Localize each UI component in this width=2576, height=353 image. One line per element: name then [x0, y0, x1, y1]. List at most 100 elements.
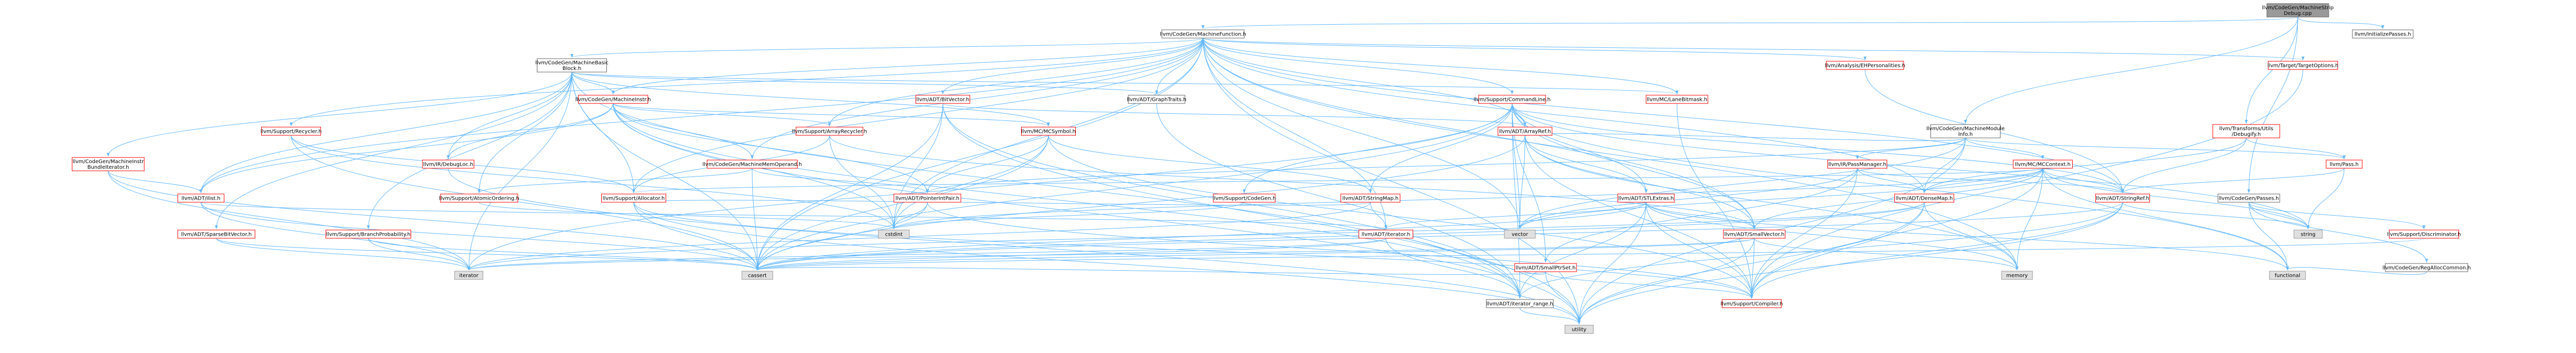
node-stlextras[interactable]: llvm/ADT/STLExtras.h — [1617, 193, 1675, 203]
node-functional[interactable]: functional — [2269, 271, 2306, 280]
node-mccontext[interactable]: llvm/MC/MCContext.h — [2013, 160, 2073, 169]
node-bitvector[interactable]: llvm/ADT/BitVector.h — [916, 95, 970, 104]
node-box-cstdint — [878, 230, 910, 239]
node-smallptrset[interactable]: llvm/ADT/SmallPtrSet.h — [1514, 263, 1577, 272]
node-box-machineinstr — [578, 95, 648, 104]
node-machinefunction[interactable]: llvm/CodeGen/MachineFunction.h — [1160, 29, 1246, 39]
node-passmanager[interactable]: llvm/IR/PassManager.h — [1827, 160, 1887, 169]
node-box-pointerintpair — [893, 193, 961, 203]
node-label-allocator-0: llvm/Support/Allocator.h — [603, 196, 665, 202]
node-pointerintpair[interactable]: llvm/ADT/PointerIntPair.h — [893, 193, 961, 203]
edge-root-to-machinemoduleinfo — [1964, 16, 2298, 124]
edge-pointerintpair-to-cassert — [756, 202, 928, 271]
edge-mbb-to-atomicordering — [478, 72, 572, 193]
node-vector[interactable]: vector — [1504, 230, 1536, 239]
node-iteratorh[interactable]: llvm/ADT/iterator.h — [1359, 230, 1413, 239]
edge-densemap-to-memory — [1924, 202, 2019, 271]
edge-mbb-to-ilist — [199, 72, 572, 193]
node-box-mbb — [537, 58, 607, 73]
node-box-graphtraits — [1128, 95, 1185, 104]
edge-commandline-to-iterator — [467, 103, 1513, 271]
node-cassert[interactable]: cassert — [741, 271, 773, 280]
node-allocator[interactable]: llvm/Support/Allocator.h — [601, 193, 666, 203]
node-ilist[interactable]: llvm/ADT/ilist.h — [177, 193, 225, 203]
node-box-vector — [1504, 230, 1536, 239]
node-atomicordering[interactable]: llvm/Support/AtomicOrdering.h — [439, 193, 519, 203]
edge-smallptrset-to-utility — [1545, 271, 1581, 325]
node-box-cassert — [741, 271, 773, 280]
edge-stringref-to-iteratorrange — [1518, 202, 2123, 299]
node-label-pass-0: llvm/Pass.h — [2330, 162, 2359, 168]
node-targetoptions[interactable]: llvm/Target/TargetOptions.h — [2267, 61, 2338, 70]
node-sparsebitvector[interactable]: llvm/ADT/SparseBitVector.h — [177, 230, 256, 239]
edge-arrayref-to-memory — [1524, 135, 2019, 271]
node-box-memoperand — [707, 160, 798, 169]
edge-bundleiterator-to-iterator — [108, 170, 470, 271]
edge-bundleiterator-to-cassert — [108, 170, 759, 271]
edge-atomicordering-to-cstdint — [479, 202, 895, 230]
node-label-iterator-0: iterator — [459, 273, 479, 279]
node-smallvector[interactable]: llvm/ADT/SmallVector.h — [1723, 230, 1786, 239]
node-graphtraits[interactable]: llvm/ADT/GraphTraits.h — [1127, 95, 1187, 104]
node-discriminator[interactable]: llvm/Support/Discriminator.h — [2387, 230, 2461, 239]
node-branchprob[interactable]: llvm/Support/BranchProbability.h — [326, 230, 411, 239]
node-codegen[interactable]: llvm/Support/CodeGen.h — [1213, 193, 1276, 203]
edge-stlextras-to-utility — [1578, 202, 1647, 325]
node-stringref[interactable]: llvm/ADT/StringRef.h — [2095, 193, 2150, 203]
edge-machinefunction-to-iteratorh — [1202, 38, 1387, 230]
edge-stringref-to-compiler — [1750, 202, 2123, 299]
edge-root-to-initpasses — [2297, 16, 2384, 29]
edge-stringmap-to-allocator — [632, 199, 1371, 206]
node-pass[interactable]: llvm/Pass.h — [2326, 160, 2363, 169]
node-compiler[interactable]: llvm/Support/Compiler.h — [1720, 299, 1783, 308]
node-label-branchprob-0: llvm/Support/BranchProbability.h — [326, 232, 411, 238]
node-box-mccontext — [2013, 160, 2073, 169]
node-label-machineinstr-0: llvm/CodeGen/MachineInstr.h — [575, 97, 651, 103]
edge-commandline-to-smallvector — [1512, 103, 1756, 230]
node-utility[interactable]: utility — [1565, 325, 1594, 334]
edge-bitvector-to-cstdint — [892, 103, 943, 230]
node-bundleiterator[interactable]: llvm/CodeGen/MachineInstrBundleIterator.… — [72, 157, 145, 171]
node-box-sparsebitvector — [177, 230, 256, 239]
node-regalloccommon[interactable]: llvm/CodeGen/RegAllocCommon.h — [2382, 263, 2471, 272]
node-label-machinemoduleinfo-0: llvm/CodeGen/MachineModule — [1926, 126, 2005, 132]
node-transformsdebugify[interactable]: llvm/Transforms/Utils/Debugify.h — [2212, 124, 2280, 138]
node-memoperand[interactable]: llvm/CodeGen/MachineMemOperand.h — [703, 160, 802, 169]
edge-debugloc-to-utility — [448, 168, 1581, 325]
node-iterator[interactable]: iterator — [454, 271, 483, 280]
edge-commandline-to-functional — [1512, 103, 2289, 271]
node-mcsymbol[interactable]: llvm/MC/MCSymbol.h — [1021, 127, 1076, 136]
node-machineinstr[interactable]: llvm/CodeGen/MachineInstr.h — [575, 95, 651, 104]
edge-stringmap-to-iteratorh — [1370, 202, 1387, 230]
node-string[interactable]: string — [2294, 230, 2323, 239]
node-arrayrecycler[interactable]: llvm/Support/ArrayRecycler.h — [792, 127, 867, 136]
node-label-smallptrset-0: llvm/ADT/SmallPtrSet.h — [1516, 266, 1575, 271]
edge-machinefunction-to-ilist — [199, 38, 1204, 193]
node-initpasses[interactable]: llvm/InitializePasses.h — [2352, 29, 2414, 39]
node-memory[interactable]: memory — [2001, 271, 2033, 280]
node-recycler[interactable]: llvm/Support/Recycler.h — [261, 127, 322, 136]
node-label-iteratorrange-0: llvm/ADT/iterator_range.h — [1486, 302, 1553, 307]
node-label-root-0: llvm/CodeGen/MachineStrip — [2262, 5, 2333, 11]
node-debugloc[interactable]: llvm/IR/DebugLoc.h — [422, 160, 474, 169]
node-box-codegen — [1213, 193, 1276, 203]
node-commandline[interactable]: llvm/Support/CommandLine.h — [1473, 95, 1551, 104]
edge-machinemoduleinfo-to-pointerintpair — [926, 137, 1966, 193]
node-label-mccontext-0: llvm/MC/MCContext.h — [2015, 162, 2071, 168]
node-densemap[interactable]: llvm/ADT/DenseMap.h — [1894, 193, 1954, 203]
node-box-functional — [2269, 271, 2306, 280]
node-box-transformsdebugify — [2212, 124, 2280, 138]
node-ehpersonalities[interactable]: llvm/Analysis/EHPersonalities.h — [1825, 61, 1905, 70]
edge-commandline-to-cassert — [756, 103, 1513, 271]
node-stringmap[interactable]: llvm/ADT/StringMap.h — [1341, 193, 1400, 203]
node-lanebitmask[interactable]: llvm/MC/LaneBitmask.h — [1646, 95, 1708, 104]
edge-iteratorh-to-iteratorrange — [1385, 238, 1521, 299]
node-arrayref[interactable]: llvm/ADT/ArrayRef.h — [1498, 127, 1552, 136]
node-codegenpasses[interactable]: llvm/CodeGen/Passes.h — [2217, 193, 2280, 203]
node-iteratorrange[interactable]: llvm/ADT/iterator_range.h — [1486, 299, 1554, 308]
node-box-allocator — [601, 193, 666, 203]
node-cstdint[interactable]: cstdint — [878, 230, 910, 239]
